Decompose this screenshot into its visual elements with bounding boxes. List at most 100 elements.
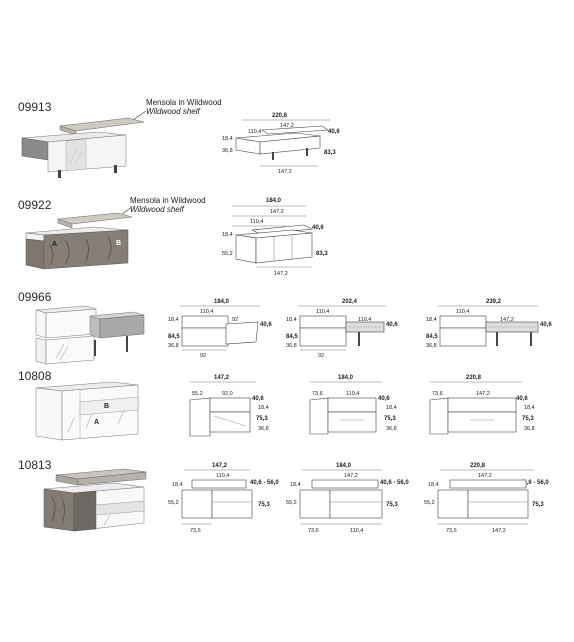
- dimension-label: 73,6: [432, 391, 443, 397]
- dimension-drawing: 147,2 55,2 92,0 40,6 18,4 75,3 36,8: [189, 375, 269, 437]
- dimension-label: 40,6: [540, 322, 552, 328]
- dimension-label: 92,0: [222, 391, 233, 397]
- dimension-label: 73,6: [446, 528, 457, 534]
- dimension-label: 110,4: [358, 317, 371, 323]
- dimension-label: 18,4: [258, 405, 269, 411]
- dimension-label: 36,8: [524, 426, 535, 432]
- dim-left: 110,4: [248, 129, 261, 135]
- product-illustration: A B: [35, 381, 139, 441]
- dim-right-top: 40,6: [312, 225, 324, 231]
- dimension-label: 84,5: [286, 334, 298, 340]
- label-a: A: [94, 419, 99, 426]
- dimension-label: 18,4: [290, 482, 301, 488]
- dimension-drawing: 184,0 147,2 110,4 18,4 40,6 55,2 83,3 14…: [222, 198, 328, 277]
- product-code: 10808: [18, 369, 52, 383]
- dimension-label: 18,4: [286, 317, 297, 323]
- product-illustration: [43, 468, 147, 532]
- shelf-note-it: Mensola in Wildwood: [146, 98, 222, 107]
- dimension-label: 73,6: [190, 528, 201, 534]
- dim-top: 184,0: [266, 198, 282, 204]
- dimension-label: 110,4: [456, 309, 469, 315]
- dim-h1: 18,4: [222, 136, 233, 142]
- dimension-label: 220,8: [466, 375, 482, 381]
- dimension-label: 147,2: [212, 463, 228, 469]
- dimension-label: 84,5: [168, 334, 180, 340]
- dimension-label: 110,4: [216, 473, 229, 479]
- dimension-label: 75,3: [532, 502, 544, 508]
- dimension-label: 40,6: [386, 322, 398, 328]
- dimension-label: 75,3: [384, 416, 396, 422]
- dimension-label: 110,4: [346, 391, 359, 397]
- dimension-label: 36,8: [426, 343, 437, 349]
- dimension-label: 147,2: [492, 528, 506, 534]
- dimension-label: 147,2: [344, 473, 358, 479]
- dimension-label: 184,0: [336, 463, 352, 469]
- dimension-label: 40,6 - 56,0: [520, 480, 549, 486]
- dim-top: 220,8: [272, 113, 288, 119]
- dim-right-top: 40,6: [328, 129, 340, 135]
- label-b: B: [116, 240, 121, 247]
- dimension-label: 184,0: [338, 375, 354, 381]
- dim-left: 110,4: [250, 219, 263, 225]
- shelf-note: Mensola in Wildwood Wildwood shelf: [130, 196, 206, 214]
- dimension-label: 147,2: [214, 375, 230, 381]
- dimension-label: 73,6: [312, 391, 323, 397]
- dim-mid: 147,2: [270, 209, 284, 215]
- dimension-label: 40,6 - 56,0: [250, 480, 279, 486]
- dimension-label: 40,6 - 56,0: [380, 480, 409, 486]
- dimension-drawing: 220,8 147,2 40,6 - 56,0 18,4 55,2 75,3 7…: [424, 463, 549, 534]
- dim-h1: 18,4: [222, 232, 233, 238]
- dimension-label: 18,4: [524, 405, 535, 411]
- dimension-label: 202,4: [342, 299, 358, 305]
- dimension-label: 73,6: [308, 528, 319, 534]
- dimension-label: 36,8: [258, 426, 269, 432]
- product-code: 09966: [18, 290, 52, 304]
- dim-bottom: 147,2: [274, 271, 288, 277]
- label-b: B: [104, 403, 109, 410]
- product-illustration: [21, 110, 146, 178]
- dimension-label: 55,2: [286, 500, 297, 506]
- dimension-label: 36,8: [386, 426, 397, 432]
- dimension-label: 18,4: [172, 482, 183, 488]
- dimension-label: 84,5: [426, 334, 438, 340]
- label-a: A: [52, 241, 57, 248]
- dimension-label: 92: [318, 353, 324, 359]
- dimension-label: 75,3: [256, 416, 268, 422]
- dimension-drawing: 220,8 73,6 147,2 40,6 18,4 75,3 36,8: [429, 375, 535, 435]
- dimension-label: 184,0: [214, 299, 230, 305]
- dimension-drawing: 239,2 110,4 18,4 147,2 40,6 84,5 36,8: [426, 299, 552, 349]
- shelf-note: Mensola in Wildwood Wildwood shelf: [146, 98, 222, 116]
- shelf-note-it: Mensola in Wildwood: [130, 196, 206, 205]
- dimension-label: 55,2: [168, 500, 179, 506]
- dimension-label: 18,4: [168, 317, 179, 323]
- dimension-label: 75,3: [386, 502, 398, 508]
- dim-right-bot: 83,3: [324, 150, 336, 156]
- dimension-label: 147,2: [500, 317, 514, 323]
- dimension-label: 40,6: [260, 322, 272, 328]
- dimension-label: 55,2: [424, 500, 435, 506]
- dimension-label: 18,4: [386, 405, 397, 411]
- dimension-label: 75,3: [258, 502, 270, 508]
- dimension-label: 40,6: [378, 396, 390, 402]
- product-illustration: [35, 305, 145, 365]
- dimension-drawing: 184,0 110,4 18,4 92 40,6 84,5 36,8 92: [168, 299, 272, 359]
- dimension-label: 110,4: [350, 528, 363, 534]
- dim-h2: 36,8: [222, 148, 233, 154]
- product-code: 09922: [18, 198, 52, 212]
- dim-h2: 55,2: [222, 251, 233, 257]
- dimension-label: 110,4: [200, 309, 213, 315]
- dimension-label: 239,2: [486, 299, 502, 305]
- dimension-label: 18,4: [428, 482, 439, 488]
- product-code: 10813: [18, 458, 52, 472]
- shelf-note-en: Wildwood shelf: [146, 107, 200, 116]
- dimension-drawing: 202,4 110,4 18,4 110,4 40,6 84,5 36,8 92: [286, 299, 398, 359]
- shelf-note-en: Wildwood shelf: [130, 205, 184, 214]
- product-illustration: A B: [25, 206, 133, 270]
- product-code: 09913: [18, 100, 52, 114]
- dim-bottom: 147,2: [278, 169, 292, 175]
- dimension-label: 18,4: [426, 317, 437, 323]
- dimension-label: 110,4: [316, 309, 329, 315]
- dimension-label: 40,6: [252, 396, 264, 402]
- dimension-label: 75,3: [522, 416, 534, 422]
- dimension-drawing: 184,0 147,2 40,6 - 56,0 18,4 55,2 75,3 7…: [286, 463, 409, 534]
